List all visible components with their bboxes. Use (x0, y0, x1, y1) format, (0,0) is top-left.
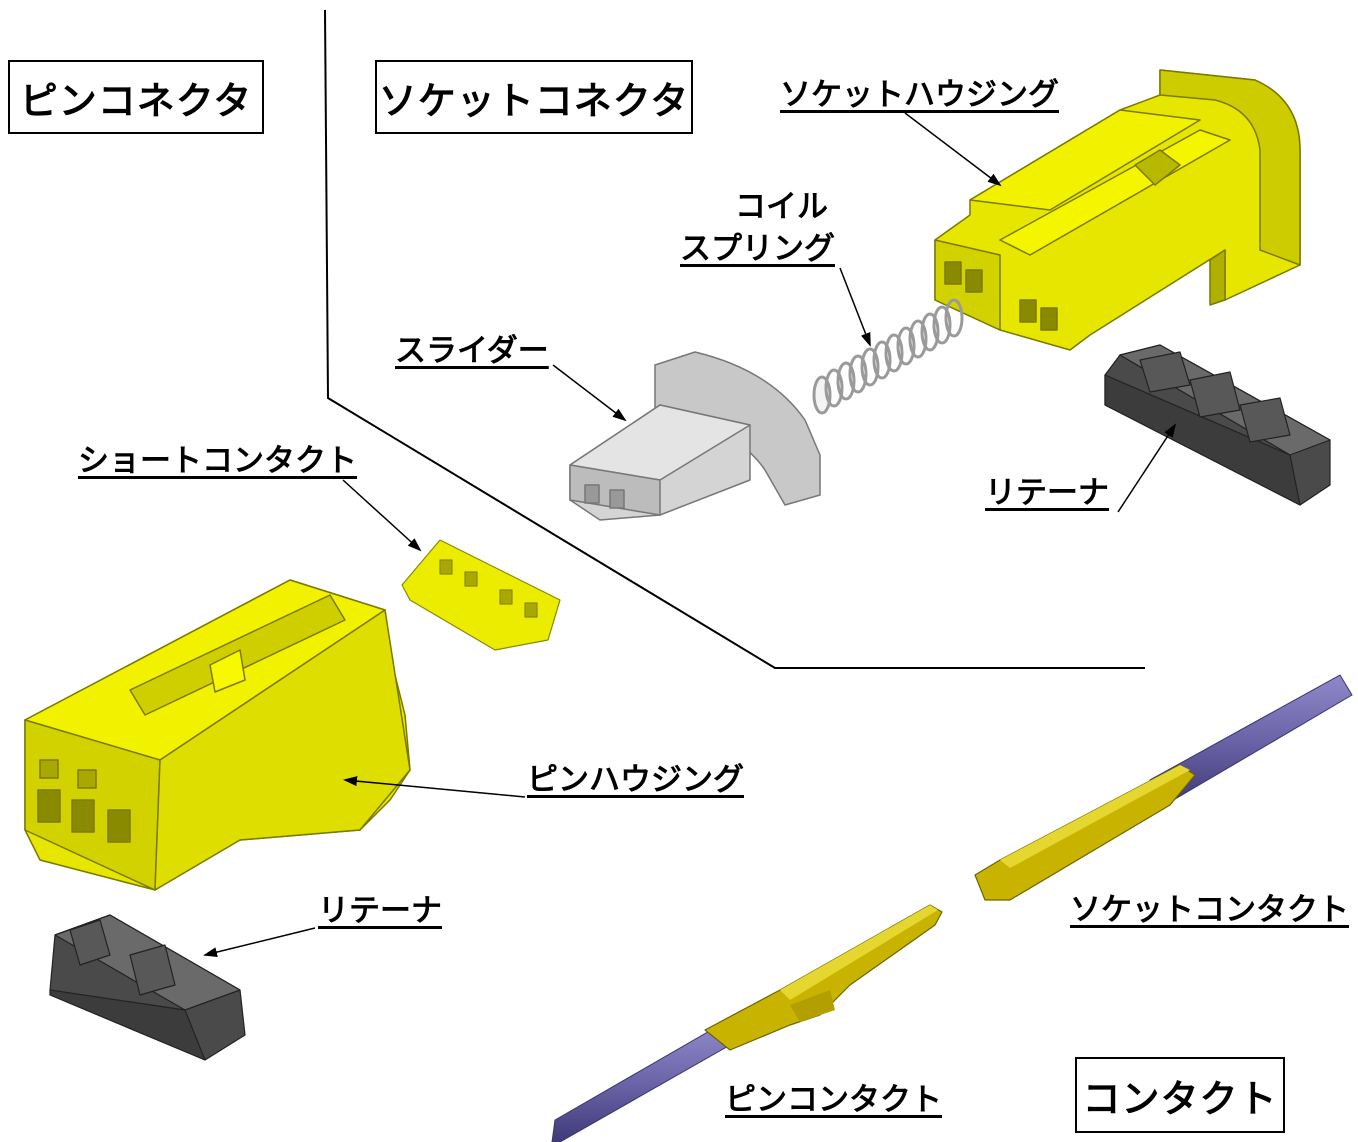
socket-housing (934, 69, 1301, 351)
pin-connector-section-label: ピンコネクタ (8, 60, 264, 134)
contact-section-label: コンタクト (1075, 1057, 1285, 1133)
section-divider (324, 9, 1145, 669)
pin-retainer-label: リテーナ (318, 893, 442, 929)
pin-contact-label: ピンコンタクト (725, 1082, 942, 1118)
pin-housing (24, 579, 411, 891)
short-contact-label: ショートコンタクト (78, 443, 357, 479)
leader-lines (203, 112, 1177, 957)
pin-contact (551, 904, 943, 1142)
coil-spring-label-line2: スプリング (680, 231, 835, 267)
slider-label: スライダー (395, 333, 549, 369)
pin-retainer (49, 914, 246, 1061)
coil-spring-label-line1: コイル (735, 189, 828, 225)
socket-housing-label: ソケットハウジング (780, 77, 1059, 113)
slider (569, 351, 821, 521)
short-contact (401, 539, 561, 651)
socket-retainer-label: リテーナ (985, 475, 1109, 511)
socket-retainer (1104, 344, 1331, 506)
socket-contact (974, 674, 1353, 901)
socket-connector-section-label: ソケットコネクタ (375, 60, 693, 134)
socket-contact-label: ソケットコンタクト (1070, 892, 1349, 928)
coil-spring (812, 298, 964, 415)
pin-housing-label: ピンハウジング (527, 762, 744, 798)
